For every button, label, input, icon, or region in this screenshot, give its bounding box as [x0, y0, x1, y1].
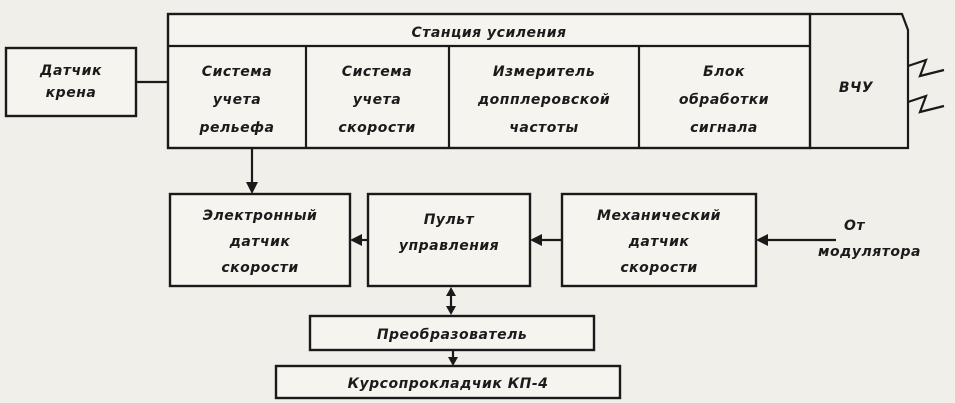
control-panel-label-2: управления [399, 238, 499, 254]
doppler-meter-label-3: частоты [509, 120, 578, 136]
doppler-meter-block: Измеритель допплеровской частоты [477, 64, 610, 136]
electronic-sensor-label-1: Электронный [203, 208, 318, 224]
modulator-label-2: модулятора [818, 244, 921, 260]
control-panel-label-1: Пульт [424, 212, 475, 228]
roll-sensor-block: Датчик крена [4, 46, 138, 118]
roll-sensor-label-1: Датчик [39, 63, 102, 79]
hf-unit-block: ВЧУ [810, 12, 945, 150]
speed-system-block: Система учета скорости [338, 64, 415, 136]
modulator-label-1: От [844, 218, 865, 234]
converter-block: Преобразователь [308, 314, 596, 352]
speed-system-label-1: Система [342, 64, 412, 80]
relief-system-label-2: учета [213, 92, 261, 108]
signal-processing-block: Блок обработки сигнала [679, 64, 769, 136]
mechanical-sensor-block: Механический датчик скорости [560, 192, 758, 288]
doppler-meter-label-2: допплеровской [477, 92, 610, 108]
arrow-left-icon [530, 234, 542, 246]
arrow-up-icon [446, 287, 456, 296]
electronic-sensor-label-3: скорости [221, 260, 298, 276]
course-plotter-label: Курсопрокладчик КП-4 [348, 376, 549, 392]
roll-sensor-label-2: крена [46, 85, 97, 101]
amplification-station: Станция усиления Система учета рельефа С… [166, 12, 812, 150]
station-title: Станция усиления [411, 25, 566, 41]
relief-system-label-1: Система [202, 64, 272, 80]
electronic-sensor-label-2: датчик [229, 234, 291, 250]
mechanical-sensor-label-1: Механический [597, 208, 721, 224]
hf-unit-label: ВЧУ [839, 80, 874, 96]
relief-system-block: Система учета рельефа [199, 64, 275, 136]
antenna-lightning-icon [907, 58, 945, 78]
doppler-meter-label-1: Измеритель [493, 64, 595, 80]
electronic-sensor-block: Электронный датчик скорости [168, 192, 352, 288]
speed-system-label-3: скорости [338, 120, 415, 136]
arrow-down-icon [446, 306, 456, 315]
signal-processing-label-2: обработки [679, 92, 769, 108]
course-plotter-block: Курсопрокладчик КП-4 [274, 364, 622, 400]
converter-label: Преобразователь [377, 327, 527, 343]
signal-processing-label-1: Блок [703, 64, 745, 80]
arrow-down-icon [246, 182, 258, 194]
mechanical-sensor-label-3: скорости [620, 260, 697, 276]
arrow-left-icon [756, 234, 768, 246]
arrow-down-icon [448, 357, 458, 366]
antenna-lightning-icon [907, 94, 945, 114]
speed-system-label-2: учета [353, 92, 401, 108]
relief-system-label-3: рельефа [199, 120, 275, 136]
arrow-left-icon [350, 234, 362, 246]
signal-processing-label-3: сигнала [690, 120, 758, 136]
control-panel-block: Пульт управления [366, 192, 532, 288]
mechanical-sensor-label-2: датчик [628, 234, 690, 250]
